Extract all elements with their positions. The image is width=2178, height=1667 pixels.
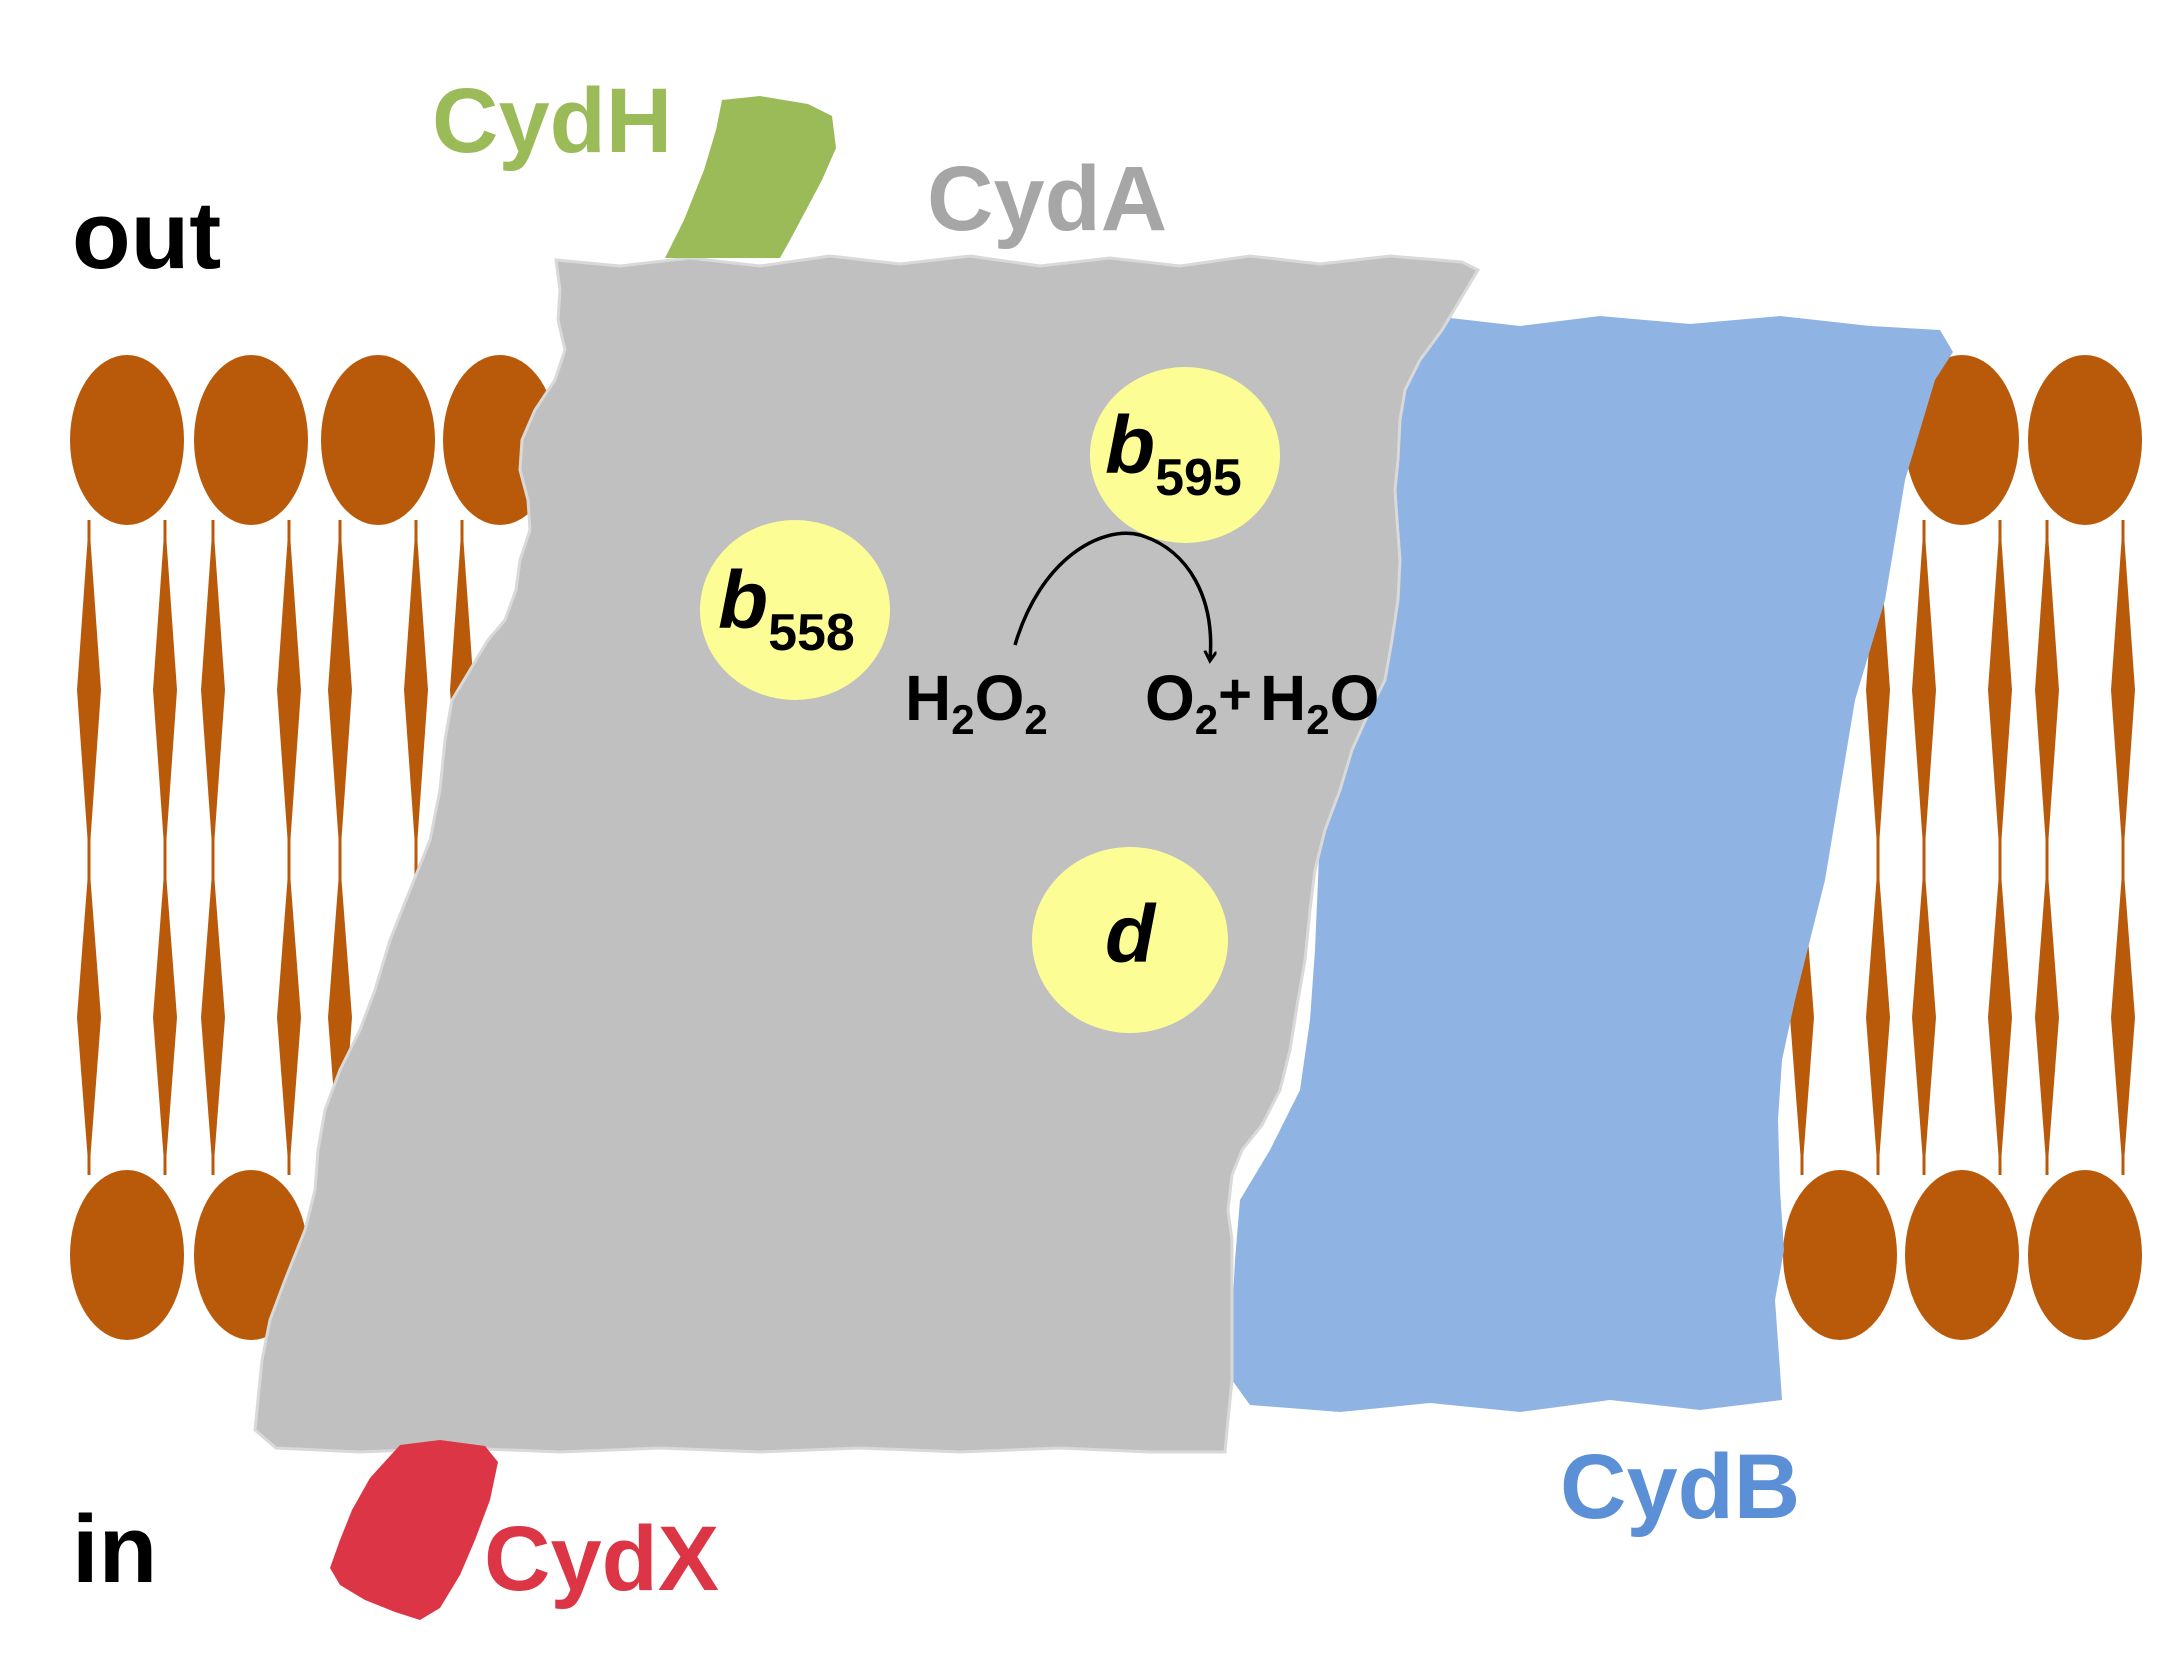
products-o2-h2o: O2+H2O — [1145, 662, 1379, 743]
o2-o: O — [1145, 662, 1195, 734]
h2o2-sub2: 2 — [1024, 696, 1047, 743]
h2o2-sub1: 2 — [951, 696, 974, 743]
lipid-left-2 — [194, 355, 308, 1340]
lipid-left-1 — [70, 355, 184, 1340]
o2-sub: 2 — [1195, 696, 1218, 743]
plus-sign: + — [1218, 662, 1252, 727]
h2o-o: O — [1330, 662, 1380, 734]
cydh-subunit — [665, 96, 836, 258]
heme-d — [1032, 847, 1228, 1033]
lipid-head-lower — [1783, 1170, 1897, 1340]
heme-b558 — [700, 520, 890, 700]
lipid-head-lower — [2028, 1170, 2142, 1340]
substrate-h2o2: H2O2 — [905, 662, 1048, 743]
lipid-head-lower — [70, 1170, 184, 1340]
cydx-subunit — [330, 1440, 498, 1620]
heme-b558-subscript: 558 — [768, 604, 855, 662]
h2o-h: H — [1260, 662, 1306, 734]
in-label: in — [72, 1496, 157, 1603]
heme-b558-label: b558 — [718, 555, 855, 662]
heme-b558-letter: b — [718, 555, 768, 646]
lipid-head-upper — [321, 355, 435, 525]
heme-b595 — [1090, 367, 1280, 543]
h2o-sub: 2 — [1306, 696, 1329, 743]
heme-b595-letter: b — [1105, 400, 1155, 491]
out-label: out — [72, 182, 221, 289]
cydx-label: CydX — [484, 1508, 719, 1610]
heme-b595-subscript: 595 — [1155, 449, 1242, 507]
lipid-head-upper — [1905, 355, 2019, 525]
h2o2-h: H — [905, 662, 951, 734]
reaction-arrow — [1013, 531, 1211, 660]
lipid-head-upper — [70, 355, 184, 525]
cydb-label: CydB — [1560, 1436, 1800, 1538]
lipid-right-3 — [2028, 355, 2142, 1340]
cydb-subunit — [1232, 316, 1953, 1412]
h2o2-o: O — [975, 662, 1025, 734]
heme-d-label: d — [1105, 889, 1157, 980]
cyda-subunit — [253, 254, 1481, 1454]
lipid-head-upper — [2028, 355, 2142, 525]
lipid-head-upper — [194, 355, 308, 525]
lipid-head-lower — [1905, 1170, 2019, 1340]
cydh-label: CydH — [432, 70, 672, 172]
lipid-right-2 — [1905, 355, 2019, 1340]
cyda-label: CydA — [927, 148, 1167, 250]
heme-b595-label: b595 — [1105, 400, 1242, 507]
